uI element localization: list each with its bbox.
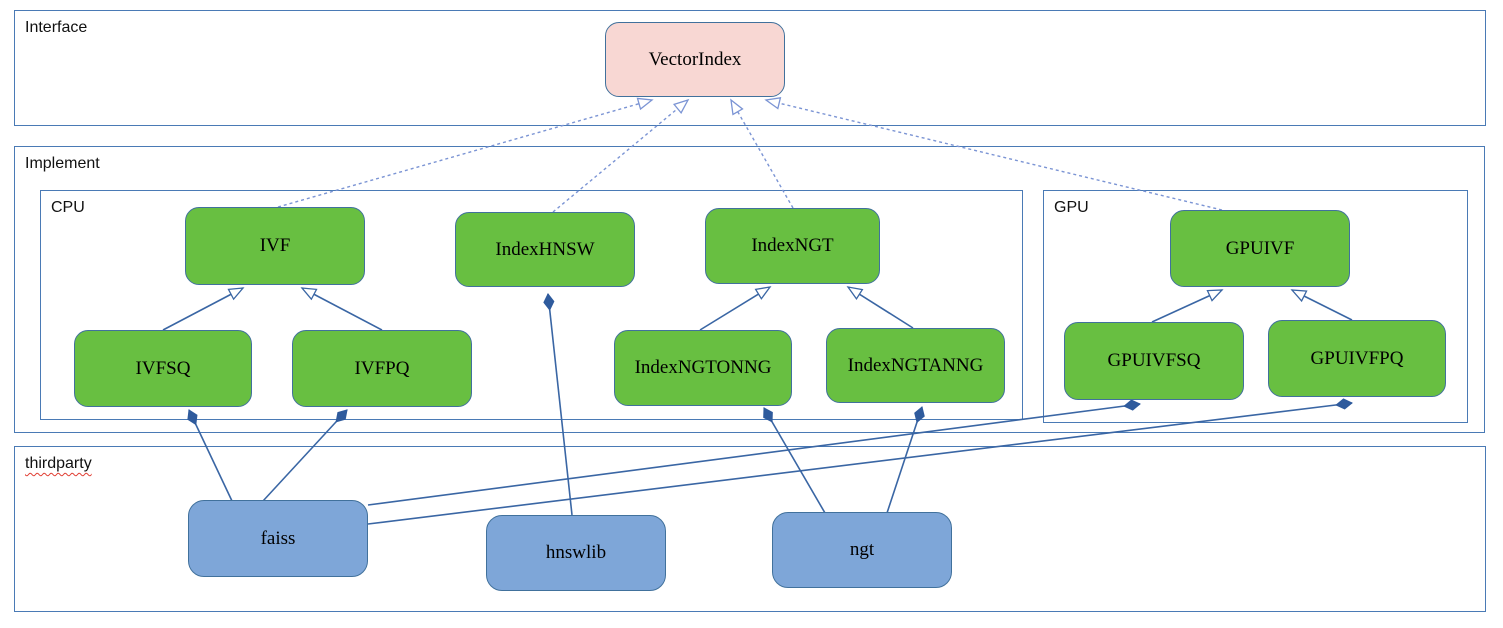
node-indexngtanng[interactable]: IndexNGTANNG (826, 328, 1005, 403)
container-cpu-label: CPU (51, 199, 85, 216)
container-gpu-label: GPU (1054, 199, 1089, 216)
node-hnswlib[interactable]: hnswlib (486, 515, 666, 591)
node-indexhnsw-label: IndexHNSW (495, 238, 595, 260)
node-ivf[interactable]: IVF (185, 207, 365, 285)
node-faiss-label: faiss (260, 527, 296, 549)
node-indexngtonng[interactable]: IndexNGTONNG (614, 330, 792, 406)
node-indexngt-label: IndexNGT (751, 235, 834, 256)
node-ivfpq-label: IVFPQ (354, 357, 410, 379)
node-gpuivfsq-label: GPUIVFSQ (1107, 350, 1201, 371)
node-gpuivf-label: GPUIVF (1225, 237, 1295, 259)
node-ivf-label: IVF (259, 235, 291, 256)
node-gpuivfpq-label: GPUIVFPQ (1310, 347, 1404, 369)
container-interface-label: Interface (25, 19, 88, 36)
node-indexngtanng-label: IndexNGTANNG (847, 354, 984, 376)
node-gpuivf[interactable]: GPUIVF (1170, 210, 1350, 287)
node-vectorindex[interactable]: VectorIndex (605, 22, 785, 97)
node-gpuivfsq[interactable]: GPUIVFSQ (1064, 322, 1244, 400)
node-vectorindex-label: VectorIndex (648, 48, 742, 70)
node-indexngt[interactable]: IndexNGT (705, 208, 880, 284)
node-faiss[interactable]: faiss (188, 500, 368, 577)
node-gpuivfpq[interactable]: GPUIVFPQ (1268, 320, 1446, 397)
node-ngt[interactable]: ngt (772, 512, 952, 588)
node-ngt-label: ngt (849, 539, 875, 560)
container-thirdparty-label: thirdparty (25, 455, 92, 472)
node-ivfsq[interactable]: IVFSQ (74, 330, 252, 407)
container-implement-label: Implement (25, 155, 100, 172)
node-indexngtonng-label: IndexNGTONNG (634, 357, 772, 378)
node-indexhnsw[interactable]: IndexHNSW (455, 212, 635, 287)
node-ivfpq[interactable]: IVFPQ (292, 330, 472, 407)
node-ivfsq-label: IVFSQ (135, 357, 191, 379)
node-hnswlib-label: hnswlib (545, 542, 607, 563)
